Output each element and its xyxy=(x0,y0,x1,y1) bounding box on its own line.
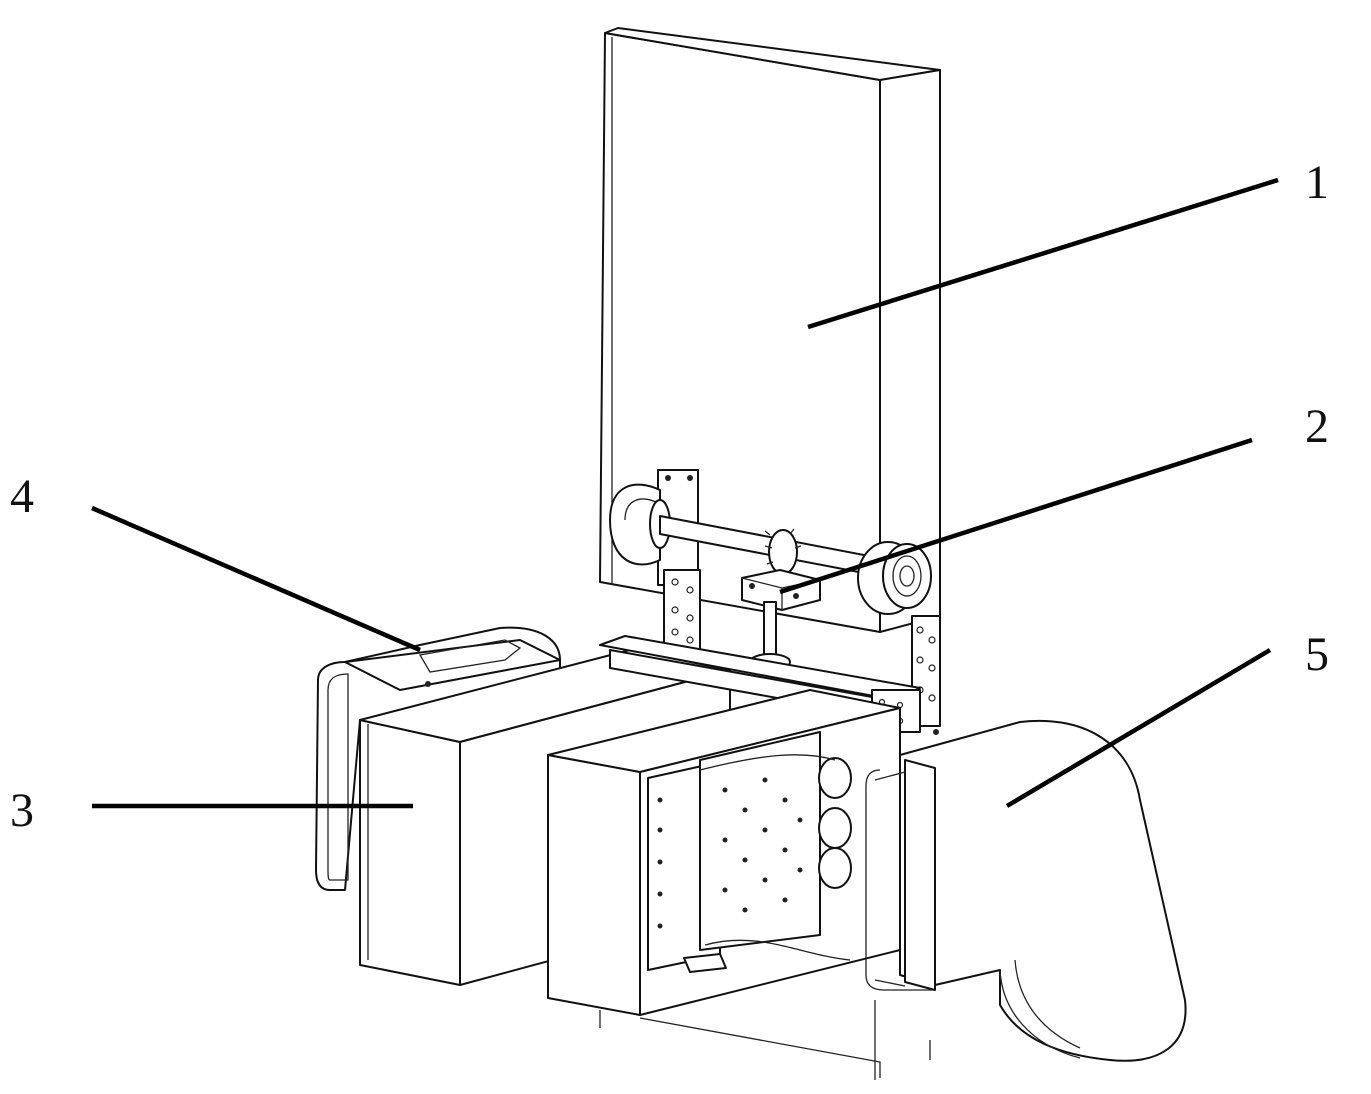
leader-line-1 xyxy=(807,177,1279,330)
perforated-plate xyxy=(657,777,803,929)
callout-label-5: 5 xyxy=(1305,628,1329,681)
leader-line-4 xyxy=(91,505,421,653)
leader-line-2 xyxy=(779,437,1253,595)
callout-label-4: 4 xyxy=(10,470,34,523)
callout-label-1: 1 xyxy=(1305,156,1329,209)
callout-label-3: 3 xyxy=(10,784,34,837)
roller-set xyxy=(699,754,852,961)
front-frame xyxy=(547,689,931,1080)
right-blower xyxy=(865,719,1187,1062)
shaft-assembly xyxy=(609,469,941,727)
callout-label-2: 2 xyxy=(1305,400,1329,453)
leader-lines xyxy=(91,177,1279,809)
leader-line-5 xyxy=(1005,648,1272,808)
